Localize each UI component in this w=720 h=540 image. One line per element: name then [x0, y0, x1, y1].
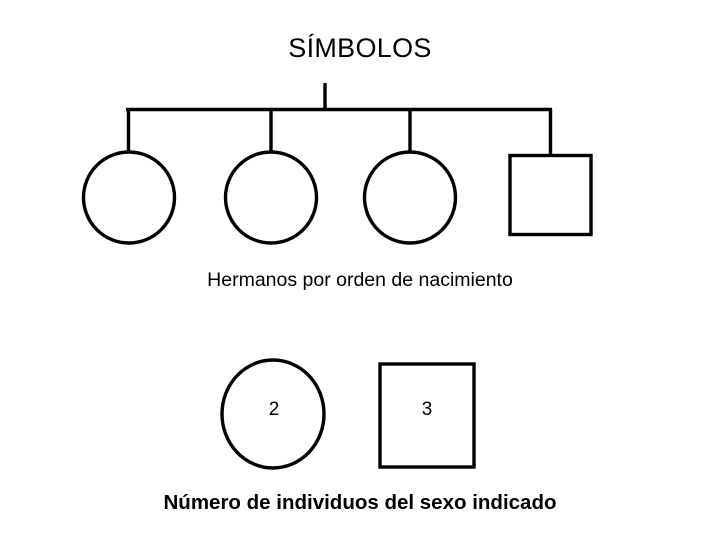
count-value-female: 2 — [268, 399, 280, 420]
sibling-symbol-female-3 — [362, 150, 458, 245]
sibling-symbol-female-2 — [223, 150, 319, 245]
sibling-symbol-female-1 — [81, 150, 177, 245]
sibling-symbol-male-4 — [508, 153, 593, 237]
page-title: SÍMBOLOS — [288, 33, 432, 63]
sibship-caption: Hermanos por orden de nacimiento — [207, 269, 513, 291]
count-caption: Número de individuos del sexo indicado — [163, 491, 557, 514]
count-value-male: 3 — [421, 399, 433, 420]
